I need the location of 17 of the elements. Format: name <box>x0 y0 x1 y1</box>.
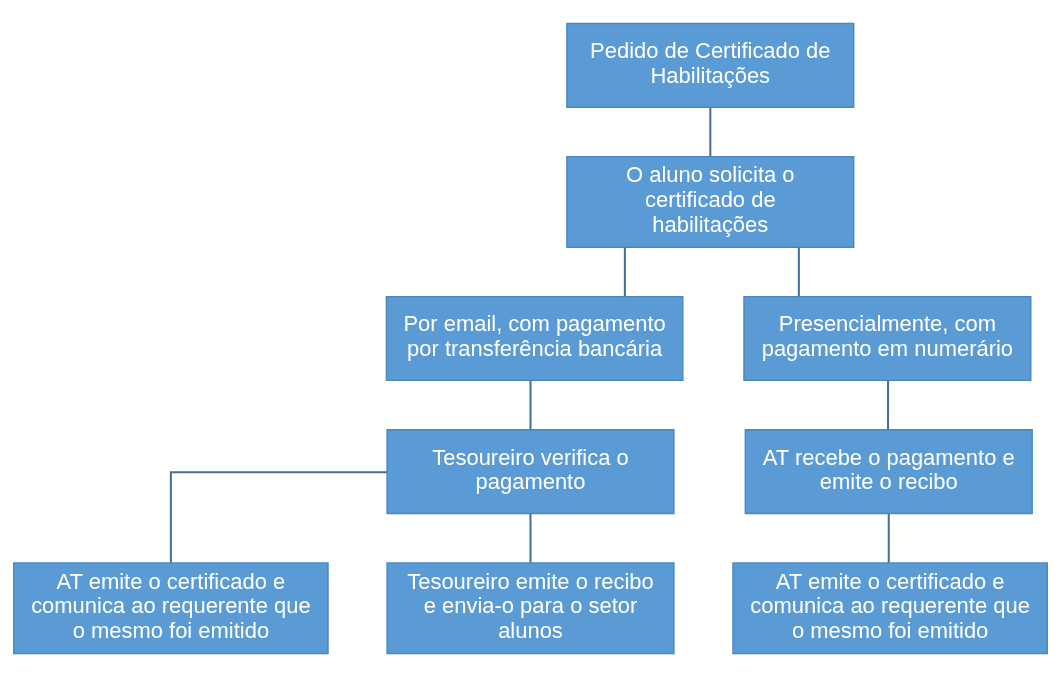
connector <box>169 471 387 563</box>
node-box: AT emite o certificado e comunica ao requerente que o mesmo foi emitido <box>13 562 329 655</box>
connector <box>709 107 712 157</box>
connector <box>887 513 890 563</box>
node-box: Pedido de Certificado de Habilitações <box>566 22 855 108</box>
node-box: AT recebe o pagamento e emite o recibo <box>744 429 1033 515</box>
connector <box>623 247 626 297</box>
node-box: Presencialmente, com pagamento em numerário <box>743 295 1032 382</box>
node-box: Tesoureiro emite o recibo e envia-o para o setor alunos <box>386 562 675 655</box>
connector <box>529 380 532 430</box>
connector <box>797 247 800 297</box>
node-box: Tesoureiro verifica o pagamento <box>386 429 675 515</box>
connector <box>887 380 890 430</box>
node-box: Por email, com pagamento por transferência bancária <box>385 295 684 382</box>
node-box: O aluno solicita o certificado de habilitações <box>566 155 855 248</box>
node-box: AT emite o certificado e comunica ao requerente que o mesmo foi emitido <box>732 562 1048 655</box>
connector <box>529 513 532 563</box>
